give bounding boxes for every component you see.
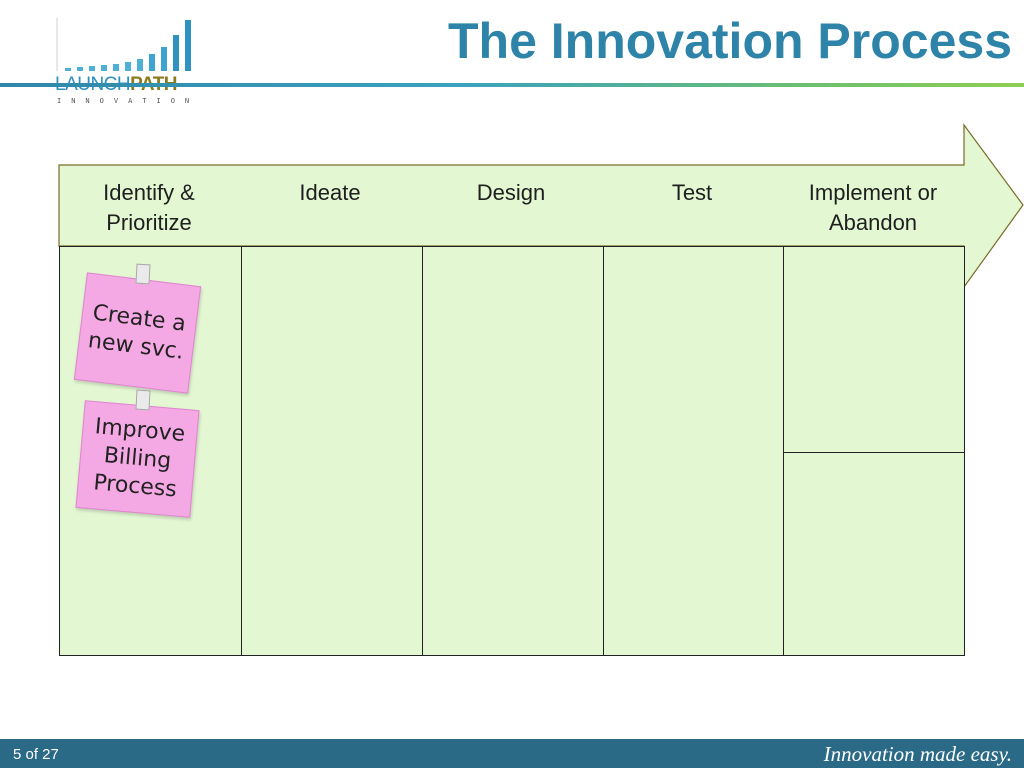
footer-tagline: Innovation made easy. <box>823 742 1012 766</box>
stage-identify-prioritize: Identify & Prioritize <box>103 180 195 235</box>
pin-icon <box>135 263 151 285</box>
page-counter: 5 of 27 <box>13 746 59 763</box>
column-divider <box>241 247 242 655</box>
implement-abandon-split <box>783 452 964 453</box>
column-divider <box>603 247 604 655</box>
column-divider <box>422 247 423 655</box>
stage-design: Design <box>476 180 546 205</box>
logo-subtitle: INNOVATION <box>57 97 200 105</box>
process-board <box>59 246 965 656</box>
slide-title: The Innovation Process <box>447 13 1012 69</box>
column-divider <box>783 247 784 655</box>
pin-icon <box>135 389 151 411</box>
sticky-note-create-service[interactable]: Create a new svc. <box>73 272 202 394</box>
footer-bar: 5 of 27 Innovation made easy. <box>0 739 1024 768</box>
title-rule <box>0 83 1024 87</box>
stage-implement-abandon: Implement or Abandon <box>808 180 938 235</box>
logo-bars-icon <box>56 18 191 71</box>
stage-test: Test <box>671 180 713 205</box>
stage-ideate: Ideate <box>299 180 361 205</box>
sticky-note-improve-billing[interactable]: Improve Billing Process <box>75 400 200 518</box>
